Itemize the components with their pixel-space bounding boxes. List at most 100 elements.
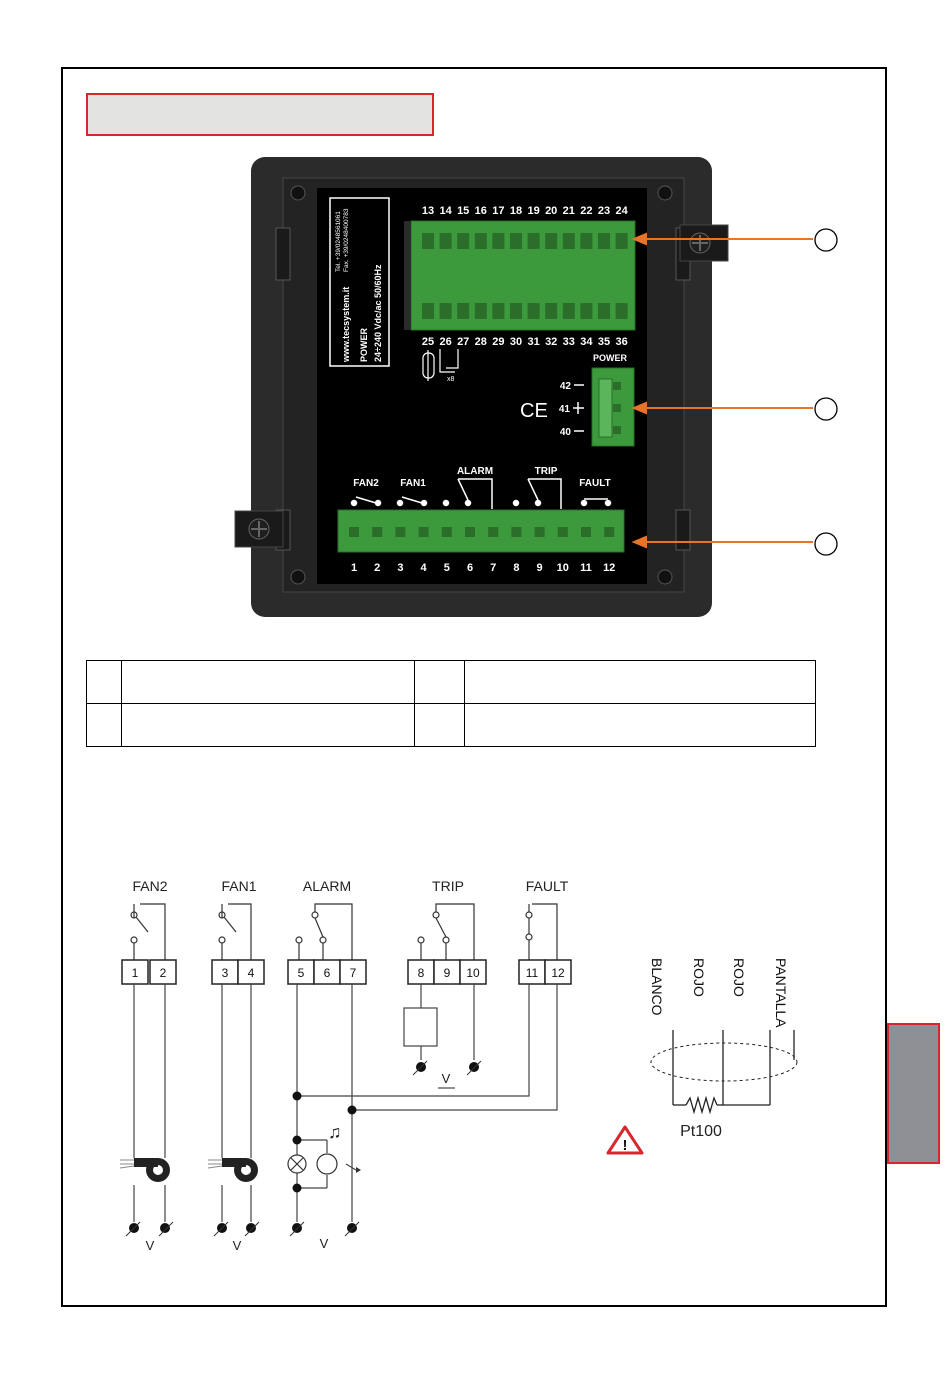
probe-wire-blanco: BLANCO xyxy=(649,958,665,1016)
callout-circle-1 xyxy=(814,228,838,252)
device-rear-view: www.tecsystem.it Tel. +39/0248561061 Fax… xyxy=(234,157,838,617)
relay-label-trip: TRIP xyxy=(535,466,558,477)
terminal-pin xyxy=(511,527,522,537)
schematic-terminal-number: 7 xyxy=(350,966,357,980)
terminal-pin xyxy=(615,233,628,249)
terminal-number: 31 xyxy=(527,336,539,348)
terminal-pin xyxy=(527,233,540,249)
schematic-terminal-ticks xyxy=(125,1060,482,1237)
schematic-terminal-number: 12 xyxy=(551,966,565,980)
label-power-value: 24÷240 Vdc/ac 50/60Hz xyxy=(373,264,383,362)
terminal-number: 6 xyxy=(467,562,473,574)
terminal-number: 21 xyxy=(563,205,575,217)
probe-wire-rojo-1: ROJO xyxy=(691,958,707,997)
probe-shield-ellipse xyxy=(650,1042,798,1082)
table-cell xyxy=(464,660,816,704)
schematic-terminal-number: 11 xyxy=(526,966,539,980)
terminal-number: 3 xyxy=(397,562,403,574)
siren-icon xyxy=(316,1153,338,1175)
power-terminal-42: 42 xyxy=(560,381,572,392)
terminal-number: 17 xyxy=(492,205,504,217)
terminal-pin xyxy=(474,303,487,319)
schematic-terminal-number: 5 xyxy=(298,966,305,980)
callout-circle-3 xyxy=(814,532,838,556)
table-cell xyxy=(86,660,122,704)
terminal-number: 33 xyxy=(563,336,575,348)
terminal-number: 16 xyxy=(475,205,487,217)
callout-arrows xyxy=(631,232,813,549)
terminal-number: 1 xyxy=(351,562,357,574)
terminal-number: 20 xyxy=(545,205,557,217)
terminal-pin xyxy=(604,527,615,537)
callout-circle-2 xyxy=(814,397,838,421)
schematic-label-alarm: ALARM xyxy=(303,878,351,894)
table-row xyxy=(86,660,816,704)
terminal-number: 27 xyxy=(457,336,469,348)
schematic-terminal-box xyxy=(459,959,487,985)
terminal-pin xyxy=(598,303,610,319)
schematic-terminal-box xyxy=(211,959,239,985)
schematic-terminal-box xyxy=(121,959,149,985)
terminal-number: 26 xyxy=(439,336,451,348)
probe-wire-rojo-2: ROJO xyxy=(731,958,747,997)
table-cell xyxy=(464,703,816,747)
table-row xyxy=(86,703,816,747)
relay-label-fan1: FAN1 xyxy=(400,478,426,489)
chapter-side-tab[interactable] xyxy=(887,1023,940,1164)
table-cell xyxy=(121,660,415,704)
label-tel: Tel. +39/0248561061 xyxy=(335,211,342,272)
label-fax: Fax. +39/0248400783 xyxy=(343,208,350,272)
supply-label-alarm: V xyxy=(320,1236,329,1251)
device-relay-symbols xyxy=(350,478,612,509)
left-clip-top xyxy=(275,227,291,281)
terminal-pin xyxy=(422,303,434,319)
power-terminal-41: 41 xyxy=(559,404,571,415)
callout-legend-table xyxy=(86,660,816,747)
terminal-number: 34 xyxy=(580,336,593,348)
terminal-pin xyxy=(372,527,383,537)
schematic-terminal-strip xyxy=(121,959,572,985)
terminal-number: 10 xyxy=(557,562,569,574)
schematic-terminal-box xyxy=(149,959,177,985)
schematic-terminal-box xyxy=(339,959,367,985)
label-url: www.tecsystem.it xyxy=(341,287,351,363)
supply-label-fan2: V xyxy=(146,1238,155,1253)
power-terminal-40: 40 xyxy=(560,427,572,438)
terminal-number: 4 xyxy=(421,562,428,574)
schematic-terminal-box xyxy=(433,959,461,985)
terminal-number: 12 xyxy=(603,562,615,574)
relay-block-pins xyxy=(349,527,615,537)
schematic-terminal-number: 4 xyxy=(248,966,255,980)
schematic-label-fault: FAULT xyxy=(526,878,569,894)
terminal-pin xyxy=(527,303,540,319)
terminal-pin xyxy=(562,303,575,319)
probe-wire-pantalla: PANTALLA xyxy=(773,958,789,1028)
schematic-terminal-number: 10 xyxy=(466,966,480,980)
terminal-number: 8 xyxy=(513,562,519,574)
terminal-number: 9 xyxy=(537,562,543,574)
terminal-number: 24 xyxy=(615,205,628,217)
schematic-terminal-box xyxy=(287,959,315,985)
terminal-pin xyxy=(615,303,628,319)
terminal-pin xyxy=(349,527,359,537)
section-title-box xyxy=(86,93,434,136)
terminal-number: 35 xyxy=(598,336,610,348)
schematic-terminal-box xyxy=(407,959,435,985)
power-block-pins xyxy=(613,382,621,434)
terminal-number: 36 xyxy=(615,336,627,348)
terminal-pin xyxy=(557,527,568,537)
terminal-number: 19 xyxy=(527,205,539,217)
terminal-pin xyxy=(474,233,487,249)
schematic-terminal-number: 3 xyxy=(222,966,229,980)
terminal-number: 32 xyxy=(545,336,557,348)
terminal-pin xyxy=(439,233,452,249)
terminal-pin xyxy=(457,303,470,319)
terminal-pin xyxy=(395,527,406,537)
terminal-pin xyxy=(492,303,505,319)
terminal-number: 29 xyxy=(492,336,504,348)
schematic-junction-dots xyxy=(129,1062,479,1233)
schematic-label-fan2: FAN2 xyxy=(132,878,167,894)
terminal-pin xyxy=(562,233,575,249)
schematic-terminal-box xyxy=(313,959,341,985)
